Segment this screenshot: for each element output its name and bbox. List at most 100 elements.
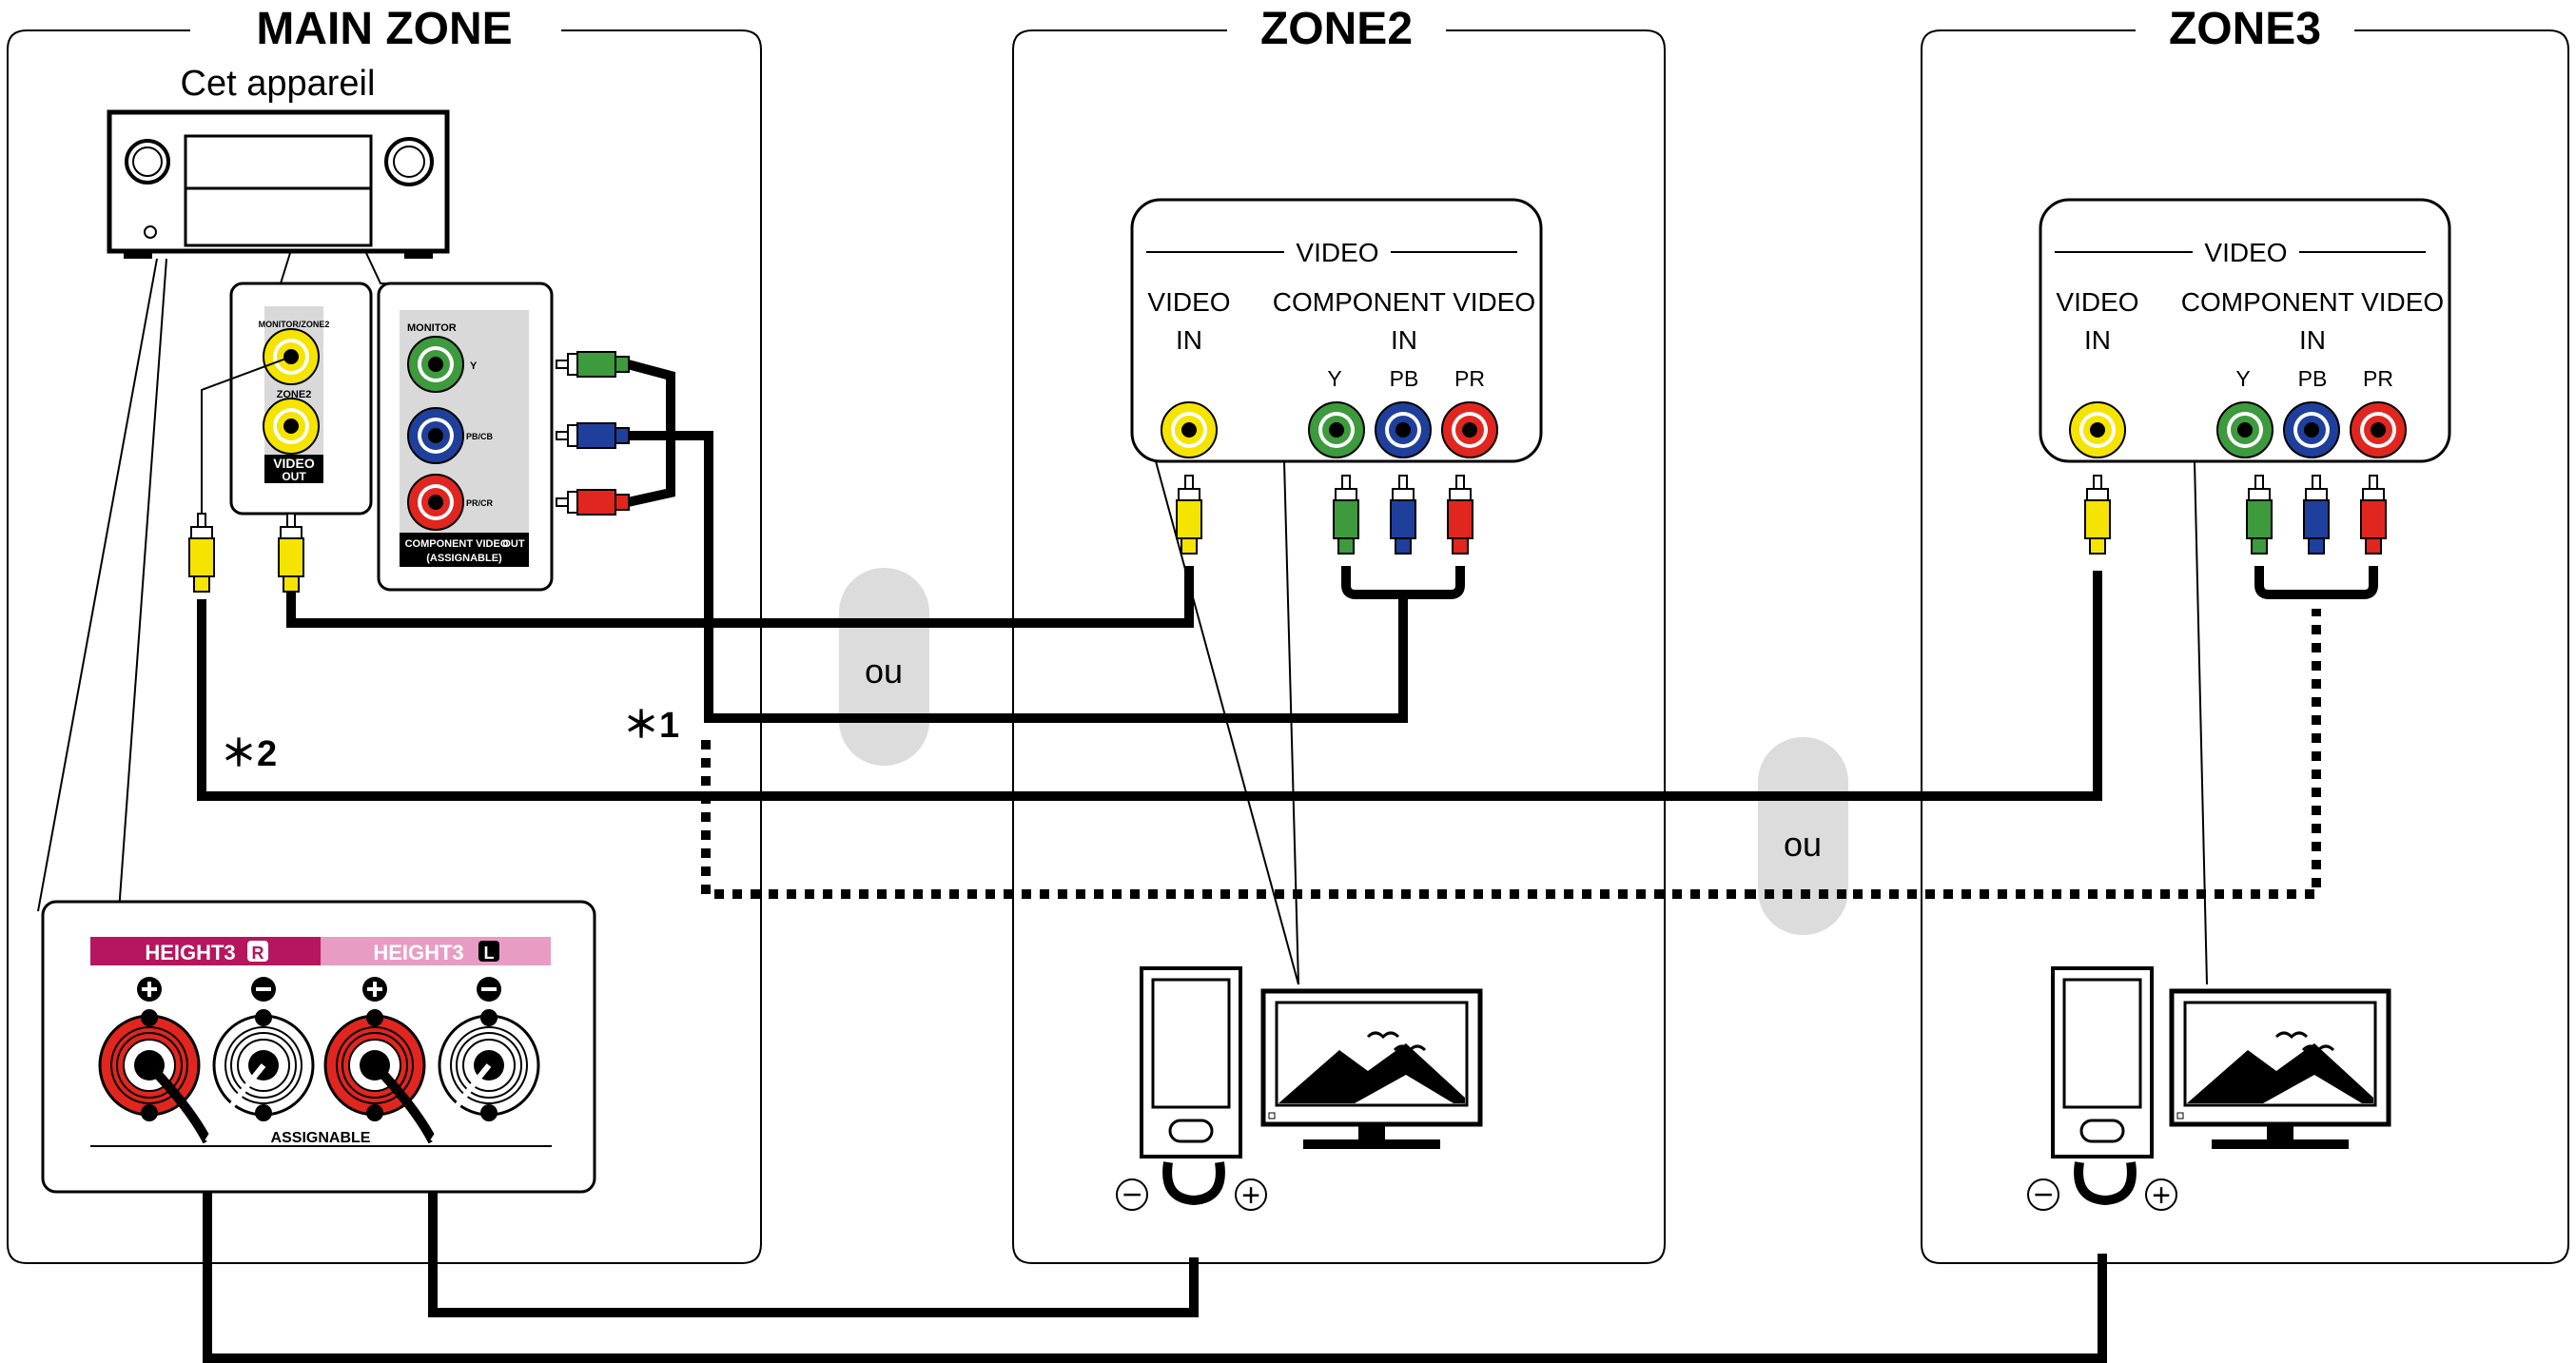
minus-circle bbox=[1116, 1178, 1148, 1211]
component-out-panel: MONITOR Y PB/CB PR/CR COMPONENT VIDEO OU… bbox=[377, 282, 554, 592]
video-header: VIDEO bbox=[2204, 238, 2287, 267]
y-label: Y bbox=[470, 360, 478, 372]
component-pb-jack bbox=[407, 407, 464, 464]
zone3-component-fan bbox=[2254, 566, 2378, 599]
r-badge: R bbox=[252, 944, 264, 963]
zone3-composite-cable bbox=[197, 571, 2102, 801]
y-input-label: Y bbox=[1327, 366, 1341, 391]
speaker-plus: + bbox=[1241, 1178, 1260, 1214]
component-video-in-label: COMPONENT VIDEO bbox=[1273, 287, 1535, 317]
zone2-component-fan bbox=[1341, 566, 1465, 599]
zone3-box: ZONE3 bbox=[1921, 4, 2569, 1264]
y-in-jack bbox=[1308, 401, 1365, 458]
pr-input-label: PR bbox=[2363, 366, 2393, 391]
zone3-component-cable bbox=[701, 609, 2321, 899]
y-input-label: Y bbox=[2235, 366, 2250, 391]
pr-in-jack bbox=[2350, 401, 2407, 458]
pr-label: PR/CR bbox=[466, 498, 494, 508]
zone2-title: ZONE2 bbox=[1260, 4, 1413, 54]
component-in-label-2: IN bbox=[2299, 325, 2326, 355]
zone3-title: ZONE3 bbox=[2169, 4, 2321, 54]
plus-circle bbox=[2145, 1178, 2177, 1211]
note-1: ＊1 bbox=[623, 706, 679, 746]
plus-circle bbox=[1235, 1178, 1267, 1211]
component-in-label-2: IN bbox=[1391, 325, 1417, 355]
rca-plug-icon bbox=[2360, 475, 2387, 555]
ou-bubble-zone2: ou bbox=[839, 568, 929, 766]
minus-badge bbox=[477, 977, 501, 1002]
zone2-box: ZONE2 bbox=[1012, 4, 1666, 1264]
component-video-label: COMPONENT VIDEO bbox=[405, 538, 509, 550]
video-out-label: VIDEO bbox=[273, 456, 315, 471]
zone3-input-panel: VIDEO VIDEO IN COMPONENT VIDEO IN Y PB P… bbox=[2039, 198, 2451, 463]
video-out-panel: MONITOR/ZONE2 ZONE2 VIDEO OUT bbox=[229, 282, 373, 516]
video-in-jack bbox=[2069, 401, 2126, 458]
minus-badge bbox=[251, 977, 276, 1002]
pr-in-jack bbox=[1441, 401, 1498, 458]
receiver-icon bbox=[107, 109, 450, 259]
video-in-jack bbox=[1161, 401, 1218, 458]
component-video-in-label: COMPONENT VIDEO bbox=[2181, 287, 2444, 317]
component-y-jack bbox=[407, 336, 464, 393]
speaker-plus: + bbox=[2152, 1178, 2171, 1214]
pb-in-jack bbox=[1375, 401, 1432, 458]
zone2-video-out-jack bbox=[263, 398, 320, 455]
zone2-component-cable bbox=[628, 431, 1408, 723]
pb-input-label: PB bbox=[1390, 366, 1419, 391]
assignable-speaker-label: ASSIGNABLE bbox=[271, 1130, 371, 1146]
rca-plug-icon bbox=[188, 513, 215, 593]
zone2-tv-callout bbox=[1155, 460, 1299, 985]
zone3-speaker-cable bbox=[203, 1141, 2107, 1363]
speaker-terminal-panel: HEIGHT3 R HEIGHT3 L ASSIGNABLE bbox=[41, 900, 596, 1194]
video-in-label-2: IN bbox=[1176, 325, 1202, 355]
rca-plug-icon bbox=[278, 513, 304, 593]
video-in-label: VIDEO bbox=[1147, 287, 1230, 317]
minus-circle bbox=[2027, 1178, 2059, 1211]
rca-plug-icon bbox=[1447, 475, 1473, 555]
pb-input-label: PB bbox=[2298, 366, 2328, 391]
height3-r-label: HEIGHT3 bbox=[145, 941, 235, 964]
zone2-jack-label: ZONE2 bbox=[277, 389, 312, 400]
zone2-composite-cable bbox=[286, 566, 1194, 628]
speaker-minus: − bbox=[1122, 1175, 1142, 1214]
main-zone-title: MAIN ZONE bbox=[256, 4, 512, 54]
speaker-icon bbox=[1140, 966, 1242, 1159]
speaker-icon bbox=[2051, 966, 2154, 1159]
rca-plug-icon bbox=[556, 489, 630, 516]
assignable-label: (ASSIGNABLE) bbox=[426, 553, 502, 564]
video-in-label: VIDEO bbox=[2056, 287, 2138, 317]
pr-input-label: PR bbox=[1454, 366, 1485, 391]
note-2: ＊2 bbox=[221, 734, 277, 774]
rca-plug-icon bbox=[2303, 475, 2330, 555]
monitor-out-link bbox=[201, 356, 292, 523]
main-zone-box: MAIN ZONE bbox=[7, 4, 762, 1264]
ou-bubble-zone3: ou bbox=[1758, 737, 1848, 935]
component-pr-jack bbox=[407, 474, 464, 531]
receiver-label: Cet appareil bbox=[181, 64, 376, 104]
video-in-label-2: IN bbox=[2084, 325, 2111, 355]
speaker-minus: − bbox=[2033, 1175, 2053, 1214]
pb-label: PB/CB bbox=[466, 432, 494, 441]
l-badge: L bbox=[484, 944, 495, 963]
rca-plug-icon bbox=[2084, 475, 2111, 555]
rca-plug-icon bbox=[1390, 475, 1416, 555]
rca-plug-icon bbox=[2246, 475, 2273, 555]
height3-l-label: HEIGHT3 bbox=[373, 941, 463, 964]
component-out-label: OUT bbox=[502, 538, 525, 550]
y-in-jack bbox=[2216, 401, 2274, 458]
plus-badge bbox=[137, 977, 162, 1002]
monitor-label: MONITOR bbox=[407, 322, 457, 334]
ou-label: ou bbox=[865, 652, 903, 691]
rca-plug-icon bbox=[1176, 475, 1202, 555]
rca-plug-icon bbox=[1333, 475, 1359, 555]
pb-in-jack bbox=[2283, 401, 2340, 458]
tv-icon bbox=[1263, 991, 1480, 1149]
monitor-zone2-label: MONITOR/ZONE2 bbox=[259, 320, 330, 329]
plus-badge bbox=[362, 977, 387, 1002]
rca-plug-icon bbox=[556, 351, 630, 378]
zone3-tv-callout bbox=[2194, 460, 2208, 985]
tv-icon bbox=[2172, 991, 2389, 1149]
speaker-panel-callout bbox=[37, 258, 167, 912]
zone2-input-panel: VIDEO VIDEO IN COMPONENT VIDEO IN Y PB P… bbox=[1130, 198, 1543, 463]
